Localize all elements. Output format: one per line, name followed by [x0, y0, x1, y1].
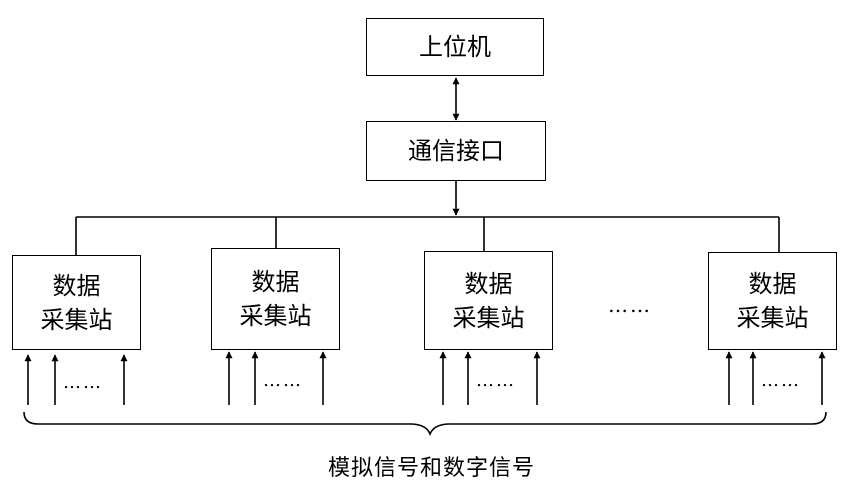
- input-ellipsis-3: ……: [476, 370, 516, 391]
- input-ellipsis-4: ……: [761, 370, 801, 391]
- data-station-3: 数据 采集站: [424, 251, 553, 350]
- station-label-line2: 采集站: [452, 303, 525, 332]
- data-station-4: 数据 采集站: [708, 252, 837, 350]
- input-ellipsis-2: ……: [263, 370, 303, 391]
- station-label-line1: 数据: [464, 269, 513, 298]
- input-ellipsis-1: ……: [63, 372, 103, 393]
- host-computer-box: 上位机: [366, 18, 544, 76]
- station-label-line2: 采集站: [736, 304, 809, 332]
- data-station-1: 数据 采集站: [12, 255, 141, 350]
- station-label-line2: 采集站: [40, 305, 113, 334]
- more-stations-ellipsis: ……: [608, 293, 652, 317]
- station-label-line1: 数据: [748, 270, 797, 298]
- station-label-line2: 采集站: [239, 302, 312, 330]
- signals-label: 模拟信号和数字信号: [328, 456, 536, 481]
- comm-interface-box: 通信接口: [366, 121, 546, 181]
- data-station-2: 数据 采集站: [211, 248, 340, 350]
- host-computer-label: 上位机: [419, 33, 491, 61]
- comm-interface-label: 通信接口: [408, 137, 504, 165]
- station-label-line1: 数据: [251, 268, 300, 296]
- station-label-line1: 数据: [52, 271, 101, 300]
- bottom-brace: [23, 411, 827, 437]
